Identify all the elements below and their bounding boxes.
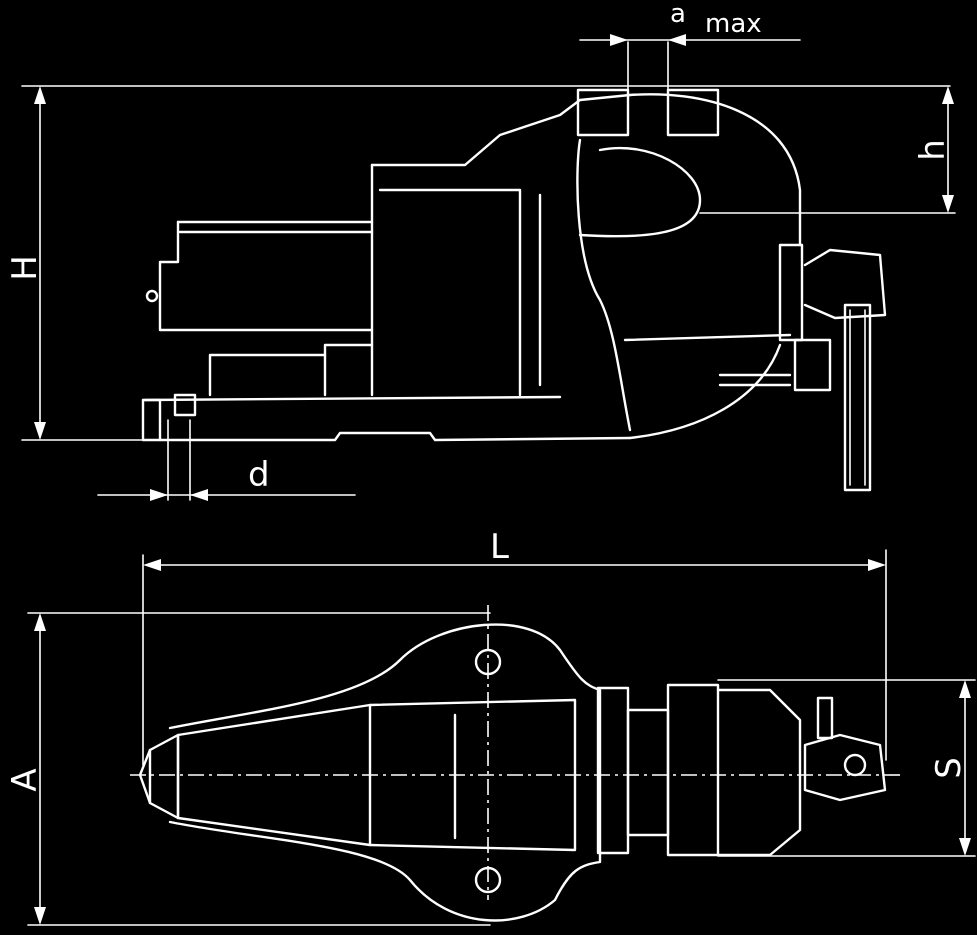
main-body bbox=[368, 698, 577, 852]
base-top bbox=[141, 395, 562, 402]
jaw-plate-fixed bbox=[596, 686, 630, 855]
base-outline bbox=[141, 431, 632, 442]
jaw-gap bbox=[626, 708, 670, 837]
lower-slide bbox=[208, 343, 374, 397]
label-max: max bbox=[705, 9, 762, 39]
dim-L: L bbox=[142, 527, 887, 766]
dim-a-max: a max bbox=[579, 0, 801, 136]
dim-S: S bbox=[717, 679, 976, 857]
bolt-head bbox=[173, 393, 197, 417]
dim-h: h bbox=[699, 86, 956, 214]
fixed-jaw-body bbox=[576, 138, 632, 432]
slide-bar bbox=[158, 220, 374, 332]
base-plate-outline bbox=[168, 623, 602, 922]
jaw-head bbox=[628, 93, 802, 247]
dim-d: d bbox=[97, 419, 356, 501]
dim-A: A bbox=[5, 612, 491, 926]
body-bottom-curve bbox=[628, 343, 782, 440]
body-panel bbox=[378, 188, 522, 397]
label-L: L bbox=[490, 527, 509, 567]
label-A: A bbox=[5, 768, 45, 791]
spindle-flange bbox=[778, 243, 804, 342]
top-view bbox=[130, 605, 900, 922]
label-S: S bbox=[929, 757, 969, 779]
label-d: d bbox=[248, 455, 270, 495]
handle-head bbox=[803, 733, 887, 802]
spindle-housing bbox=[716, 688, 802, 857]
front-nut bbox=[148, 733, 180, 820]
mount-hole-bottom bbox=[474, 866, 502, 894]
dim-H: H bbox=[5, 85, 951, 441]
label-h: h bbox=[913, 139, 953, 161]
body-top bbox=[370, 93, 632, 167]
mount-hole-top bbox=[474, 648, 502, 676]
label-a: a bbox=[670, 0, 686, 29]
spindle-nut bbox=[803, 248, 887, 320]
handle-bar bbox=[843, 303, 872, 492]
side-view bbox=[141, 88, 887, 492]
jaw-plate-moving bbox=[666, 683, 720, 857]
label-H: H bbox=[5, 255, 45, 281]
